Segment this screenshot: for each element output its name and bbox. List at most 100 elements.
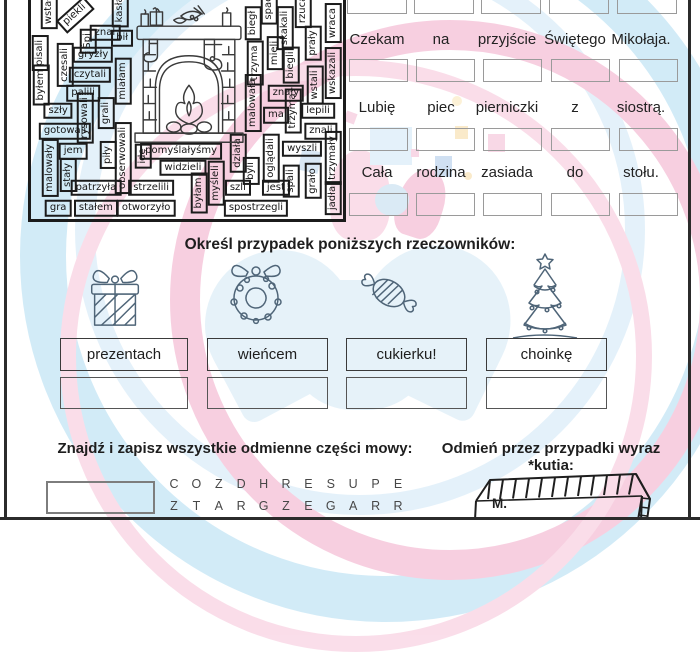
grid-letter[interactable]: R bbox=[281, 477, 291, 491]
grid-letter[interactable]: G bbox=[325, 499, 336, 513]
maze-word: rzucał bbox=[294, 0, 312, 28]
sentence-word: Świętego bbox=[544, 31, 606, 48]
maze-word: grało bbox=[304, 163, 322, 199]
noun-word-box: cukierku! bbox=[346, 338, 467, 371]
answer-box[interactable] bbox=[349, 59, 408, 82]
answer-box[interactable] bbox=[483, 128, 542, 151]
grid-letter[interactable]: E bbox=[393, 477, 403, 491]
maze-word: wyszli bbox=[282, 140, 323, 158]
page-border-left bbox=[4, 0, 7, 520]
sentence-word: pierniczki bbox=[475, 99, 539, 116]
sentence-word: piec bbox=[427, 99, 455, 116]
answer-box[interactable] bbox=[483, 193, 542, 216]
sentence-word: siostrą. bbox=[616, 99, 666, 116]
fireplace-illustration bbox=[134, 5, 244, 143]
maze-word: malowały bbox=[41, 139, 59, 197]
maze-word: biegli bbox=[282, 46, 300, 84]
case-label: M. bbox=[492, 496, 507, 511]
grid-letter[interactable]: S bbox=[326, 477, 335, 491]
answer-box[interactable] bbox=[551, 193, 610, 216]
answer-box[interactable] bbox=[349, 128, 408, 151]
maze-word: patrzyła bbox=[70, 179, 122, 197]
grid-letter[interactable]: Z bbox=[170, 499, 178, 513]
maze-word: gotowali bbox=[38, 122, 92, 140]
tree-icon bbox=[512, 253, 578, 339]
answer-box[interactable] bbox=[481, 0, 541, 14]
answer-box[interactable] bbox=[549, 0, 609, 14]
case-answer-box[interactable] bbox=[346, 377, 467, 409]
grid-letter[interactable]: U bbox=[348, 477, 358, 491]
grid-letter[interactable]: O bbox=[191, 477, 202, 491]
grid-letter[interactable]: R bbox=[371, 499, 381, 513]
grid-letter[interactable]: E bbox=[304, 499, 313, 513]
answer-box[interactable] bbox=[416, 59, 475, 82]
sentence-word: Czekam bbox=[349, 31, 405, 48]
grid-letter[interactable]: E bbox=[304, 477, 313, 491]
grid-letter[interactable]: D bbox=[236, 477, 246, 491]
sentence-word: przyjście bbox=[477, 31, 537, 48]
maze-word: czytali bbox=[68, 66, 112, 84]
answer-box[interactable] bbox=[551, 59, 610, 82]
maze-word: wraca bbox=[324, 2, 342, 43]
answer-box[interactable] bbox=[619, 128, 678, 151]
maze-word: znali bbox=[304, 122, 338, 140]
sentence-word: Cała bbox=[361, 164, 393, 181]
answer-box[interactable] bbox=[414, 0, 474, 14]
case-answer-box[interactable] bbox=[207, 377, 328, 409]
maze-word: spostrzegli bbox=[223, 199, 289, 217]
answer-box[interactable] bbox=[347, 0, 407, 14]
maze-word: otworzyło bbox=[116, 199, 176, 217]
grid-letter[interactable]: G bbox=[258, 499, 269, 513]
grid-letter[interactable]: R bbox=[236, 499, 246, 513]
answer-box[interactable] bbox=[619, 193, 678, 216]
sentence-word: Mikołaja. bbox=[611, 31, 671, 48]
grid-letter[interactable]: A bbox=[214, 499, 223, 513]
maze-word: wskazali bbox=[324, 47, 342, 100]
maze-word: biegł bbox=[244, 5, 262, 41]
grid-letter[interactable]: C bbox=[169, 477, 179, 491]
answer-box[interactable] bbox=[617, 0, 677, 14]
grid-letter[interactable]: H bbox=[259, 477, 269, 491]
maze-word: jadła bbox=[324, 180, 342, 216]
maze-word: oglądali bbox=[262, 133, 280, 183]
sentence-word: z bbox=[571, 99, 579, 116]
answer-box[interactable] bbox=[483, 59, 542, 82]
answer-box[interactable] bbox=[551, 128, 610, 151]
sentence-word: na bbox=[432, 31, 450, 48]
maze-word: wstali bbox=[306, 65, 324, 105]
answer-box[interactable] bbox=[416, 193, 475, 216]
maze-word: grali bbox=[97, 96, 115, 130]
case-answer-box[interactable] bbox=[486, 377, 607, 409]
sentence-word: stołu. bbox=[623, 164, 659, 181]
answer-box[interactable] bbox=[46, 481, 155, 514]
grid-letter[interactable]: A bbox=[349, 499, 358, 513]
maze-word: trzyma bbox=[246, 40, 264, 86]
maze-word: prały bbox=[304, 25, 322, 61]
maze-word: jem bbox=[58, 142, 88, 160]
noun-word-box: choinkę bbox=[486, 338, 607, 371]
grid-letter[interactable]: R bbox=[393, 499, 403, 513]
maze-word: jest bbox=[261, 179, 290, 197]
sentence-word: do bbox=[566, 164, 584, 181]
grid-letter[interactable]: T bbox=[192, 499, 201, 513]
maze-word: byłam bbox=[190, 172, 208, 214]
answer-box[interactable] bbox=[619, 59, 678, 82]
page-border-bottom bbox=[0, 517, 700, 520]
maze-word: skakali bbox=[276, 5, 294, 51]
grid-letter[interactable]: P bbox=[371, 477, 380, 491]
maze-word: bił bbox=[111, 29, 134, 47]
answer-box[interactable] bbox=[349, 193, 408, 216]
sentence-word: rodzina bbox=[416, 164, 466, 181]
gift-icon bbox=[90, 269, 140, 326]
grid-letter[interactable]: Z bbox=[282, 499, 290, 513]
maze-word: spać bbox=[260, 0, 278, 25]
find-parts-title: Znajdź i zapisz wszystkie odmienne częśc… bbox=[57, 440, 413, 457]
case-answer-box[interactable] bbox=[60, 377, 188, 409]
maze-word: wstał bbox=[40, 0, 58, 30]
answer-box[interactable] bbox=[416, 128, 475, 151]
grid-letter[interactable]: Z bbox=[214, 477, 223, 491]
sentence-word: zasiada bbox=[481, 164, 533, 181]
wreath-icon bbox=[230, 264, 282, 325]
page-border-right bbox=[688, 0, 691, 520]
